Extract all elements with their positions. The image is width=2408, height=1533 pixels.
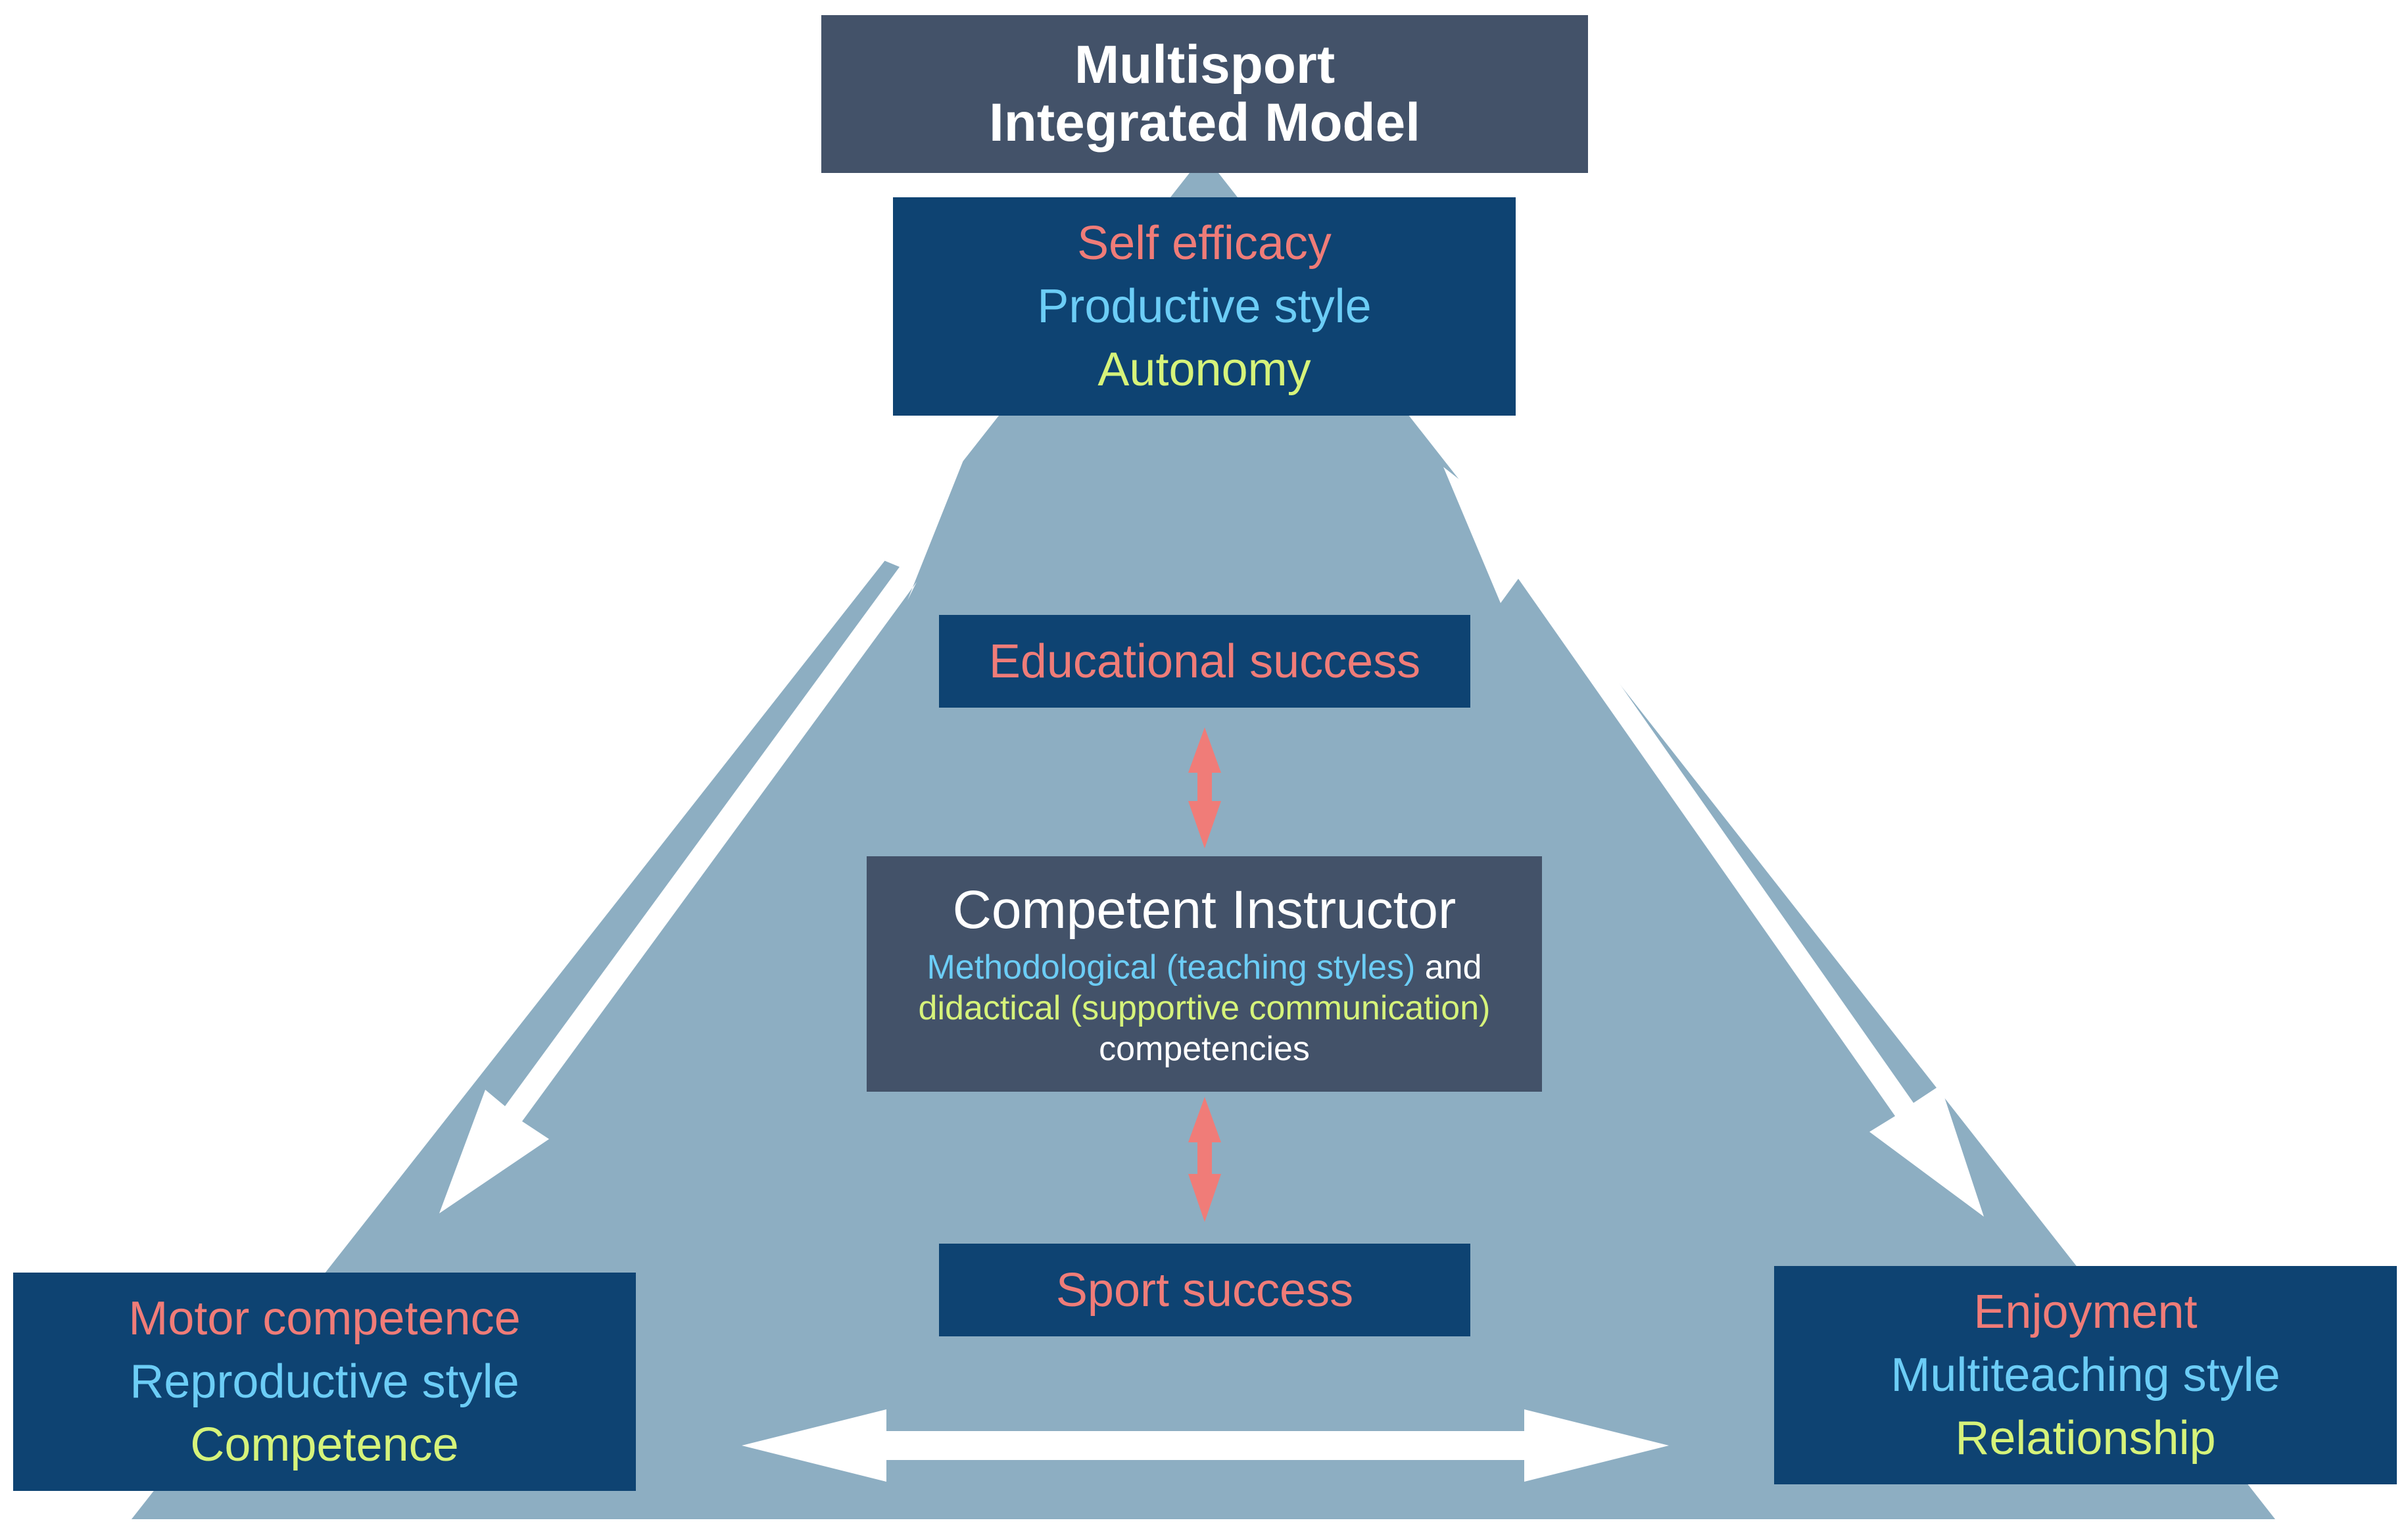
top-node-style: Productive style	[1037, 280, 1372, 333]
competency-line-1: Methodological (teaching styles) and	[927, 947, 1481, 988]
top-node-need: Autonomy	[1097, 343, 1311, 396]
bottom-right-outcome: Enjoyment	[1973, 1286, 2198, 1338]
bottom-double-arrow	[742, 1409, 1669, 1482]
model-title-line2: Integrated Model	[988, 93, 1421, 153]
competent-instructor-box: Competent Instructor Methodological (tea…	[867, 856, 1542, 1092]
bottom-left-node-box: Motor competence Reproductive style Comp…	[13, 1273, 636, 1491]
model-title-box: Multisport Integrated Model	[821, 15, 1588, 173]
educational-success-label: Educational success	[988, 635, 1421, 688]
left-side-double-arrow	[439, 460, 963, 1213]
and-text: and	[1415, 948, 1482, 986]
bottom-left-style: Reproductive style	[130, 1355, 519, 1408]
bottom-left-outcome: Motor competence	[128, 1292, 521, 1345]
educational-success-box: Educational success	[939, 615, 1470, 708]
model-title-line1: Multisport	[1074, 35, 1336, 95]
competent-instructor-title: Competent Instructor	[952, 880, 1457, 940]
lower-center-double-arrow	[1188, 1097, 1221, 1222]
didactical-text: didactical (supportive communication)	[918, 989, 1491, 1027]
right-side-double-arrow	[1443, 467, 1984, 1217]
upper-center-double-arrow	[1188, 727, 1221, 848]
competencies-text: competencies	[1099, 1030, 1310, 1068]
sport-success-box: Sport success	[939, 1244, 1470, 1336]
bottom-right-node-box: Enjoyment Multiteaching style Relationsh…	[1774, 1266, 2397, 1484]
bottom-right-need: Relationship	[1955, 1412, 2216, 1465]
methodological-text: Methodological (teaching styles)	[927, 948, 1416, 986]
sport-success-label: Sport success	[1055, 1263, 1354, 1317]
bottom-left-need: Competence	[190, 1419, 459, 1471]
top-node-box: Self efficacy Productive style Autonomy	[893, 197, 1516, 416]
top-node-outcome: Self efficacy	[1077, 217, 1332, 270]
bottom-right-style: Multiteaching style	[1890, 1349, 2280, 1401]
